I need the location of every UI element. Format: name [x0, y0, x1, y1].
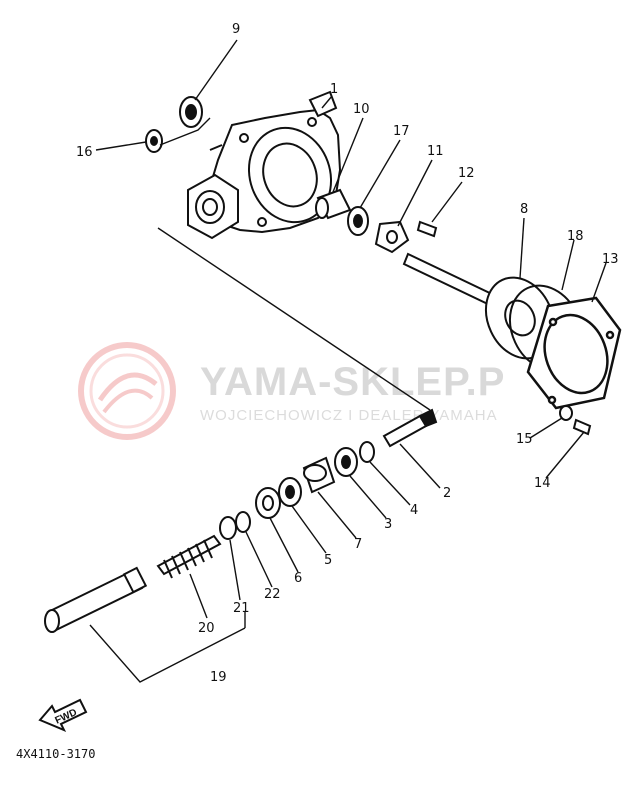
callout-11: 11 [427, 144, 444, 159]
drawing-code: 4X4110-3170 [16, 747, 95, 761]
collar-7 [302, 456, 336, 494]
callout-20: 20 [198, 621, 215, 636]
callout-13: 13 [602, 252, 619, 267]
shim-4 [359, 441, 375, 463]
callout-6: 6 [294, 571, 302, 586]
pinion-shaft-2 [382, 408, 438, 448]
spring-20 [156, 534, 222, 579]
callout-3: 3 [384, 517, 392, 532]
bearing-16 [145, 129, 163, 153]
callout-16: 16 [76, 145, 93, 160]
bolt-14 [572, 418, 592, 436]
washer-15 [559, 405, 573, 421]
watermark-logo [78, 342, 176, 440]
fwd-arrow-icon: FWD [38, 698, 88, 732]
callout-21: 21 [233, 601, 250, 616]
oil-seal-9 [179, 96, 203, 128]
callout-17: 17 [393, 124, 410, 139]
bearing-3 [334, 447, 358, 477]
cover-13 [526, 296, 622, 410]
bolt-12 [416, 220, 438, 238]
collar-10 [315, 188, 352, 220]
callout-9: 9 [232, 22, 240, 37]
shaft-19 [44, 566, 148, 633]
callout-19: 19 [210, 670, 227, 685]
callout-22: 22 [264, 587, 281, 602]
plate-11 [374, 220, 410, 254]
callout-10: 10 [353, 102, 370, 117]
callout-8: 8 [520, 202, 528, 217]
washer-21 [219, 516, 237, 540]
callout-1: 1 [330, 82, 338, 97]
callout-14: 14 [534, 476, 551, 491]
bearing-5 [278, 477, 302, 507]
callout-18: 18 [567, 229, 584, 244]
callout-2: 2 [443, 486, 451, 501]
callout-12: 12 [458, 166, 475, 181]
callout-4: 4 [410, 503, 418, 518]
callout-5: 5 [324, 553, 332, 568]
callout-7: 7 [354, 537, 362, 552]
callout-15: 15 [516, 432, 533, 447]
watermark-subtitle: WOJCIECHOWICZ I DEALER YAMAHA [200, 407, 498, 424]
seal-6 [255, 487, 281, 519]
gear-case-housing [187, 90, 342, 240]
watermark-title: YAMA-SKLEP.P [200, 360, 505, 404]
bearing-17 [347, 206, 369, 236]
circlip-22 [235, 511, 251, 533]
leader-lines [89, 39, 607, 683]
